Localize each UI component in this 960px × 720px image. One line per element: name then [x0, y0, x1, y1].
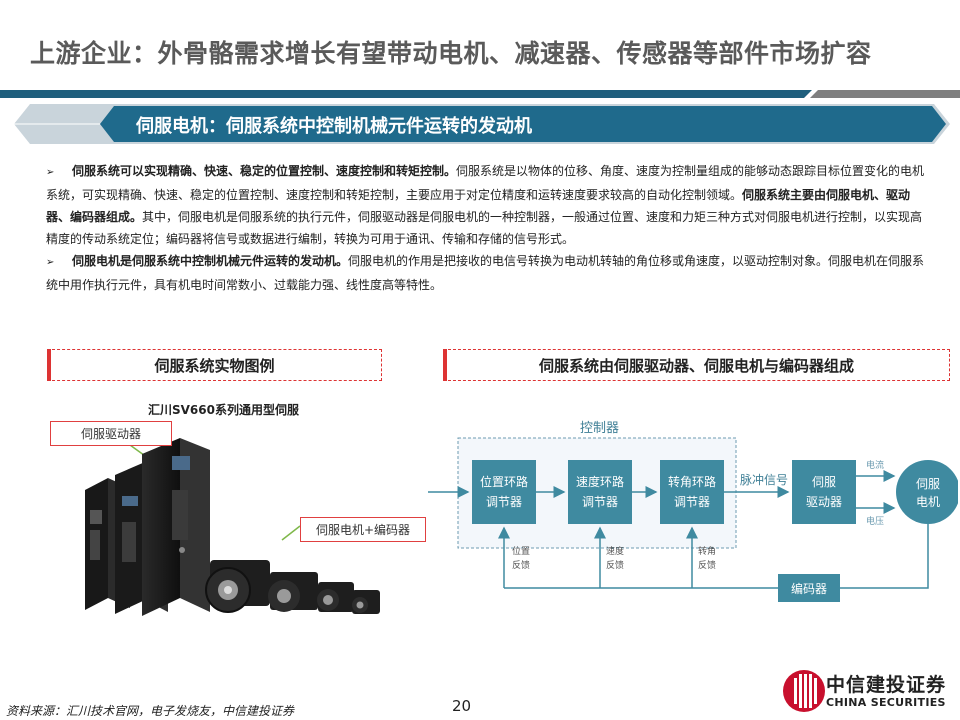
paragraph-1: ➢ 伺服系统可以实现精确、快速、稳定的位置控制、速度控制和转矩控制。伺服系统是以物…: [46, 160, 926, 250]
para1-text: 伺服系统是以物体的位移、角度、速度为控制量组成的能够动态跟踪目标位置变化的电机系…: [46, 164, 925, 202]
controller-label: 控制器: [580, 421, 619, 436]
callout-servo-driver: 伺服驱动器: [50, 421, 172, 446]
para1-bold: 伺服系统可以实现精确、快速、稳定的位置控制、速度控制和转矩控制。: [72, 164, 457, 178]
source-note: 资料来源：汇川技术官网，电子发烧友，中信建投证券: [6, 704, 295, 718]
speed-loop-line1: 速度环路: [576, 474, 624, 489]
header-rule: [0, 90, 960, 98]
pos-loop-line1: 位置环路: [480, 474, 528, 489]
servo-product-image: [85, 438, 380, 616]
current-label: 电流: [866, 459, 884, 471]
speed-loop-block: [568, 460, 632, 524]
para1-text2: 其中，伺服电机是伺服系统的执行元件，伺服驱动器是伺服电机的一种控制器，一般通过位…: [46, 210, 923, 246]
china-securities-logo-icon: [783, 670, 825, 712]
motor-large: [205, 560, 270, 613]
section-banner: [14, 104, 950, 144]
angle-loop-line1: 转角环路: [668, 474, 716, 489]
motor-medium: [268, 572, 318, 612]
pulse-signal-label: 脉冲信号: [740, 472, 788, 487]
left-section-heading: 伺服系统实物图例: [47, 349, 382, 381]
left-heading-text: 伺服系统实物图例: [154, 356, 275, 375]
para1-bold2: 伺服系统主要由伺服电机、驱动器、编码器组成。: [46, 188, 911, 224]
angle-loop-line2: 调节器: [674, 495, 710, 509]
servo-driver-line1: 伺服: [812, 475, 836, 489]
angle-fb-line2: 反馈: [698, 559, 716, 571]
callout-servo-motor: 伺服电机+编码器: [300, 517, 426, 542]
servo-block-diagram: 控制器 位置环路 调节器 速度环路 调节器 转角环路 调节器 脉冲信号 伺服 驱…: [428, 421, 958, 602]
body-text: ➢ 伺服系统可以实现精确、快速、稳定的位置控制、速度控制和转矩控制。伺服系统是以物…: [46, 160, 926, 296]
banner-title: 伺服电机：伺服系统中控制机械元件运转的发动机: [136, 116, 532, 137]
servo-driver-line2: 驱动器: [806, 495, 842, 509]
motor-small: [317, 582, 354, 612]
servo-driver-block: [792, 460, 856, 524]
speed-loop-line2: 调节器: [582, 495, 618, 509]
voltage-label: 电压: [866, 515, 884, 527]
page-title: 上游企业：外骨骼需求增长有望带动电机、减速器、传感器等部件市场扩容: [30, 39, 872, 68]
angle-loop-block: [660, 460, 724, 524]
arrow-bullet-icon: ➢: [46, 167, 55, 178]
encoder-block: [778, 574, 840, 602]
arrow-bullet-icon: ➢: [46, 257, 55, 268]
logo-text-en: CHINA SECURITIES: [826, 696, 946, 709]
pos-fb-line2: 反馈: [512, 559, 530, 571]
encoder-label: 编码器: [791, 581, 827, 596]
paragraph-2: ➢ 伺服电机是伺服系统中控制机械元件运转的发动机。伺服电机的作用是把接收的电信号转…: [46, 250, 926, 296]
speed-fb-line2: 反馈: [606, 559, 624, 571]
logo-text-cn: 中信建投证券: [826, 674, 947, 696]
para2-text: 伺服电机的作用是把接收的电信号转换为电动机转轴的角位移或角速度，以驱动控制对象。…: [46, 254, 925, 292]
product-caption: 汇川SV660系列通用型伺服: [148, 403, 299, 417]
right-section-heading: 伺服系统由伺服驱动器、伺服电机与编码器组成: [443, 349, 950, 381]
pos-fb-line1: 位置: [512, 545, 530, 557]
motor-tiny: [352, 590, 380, 614]
page-number: 20: [452, 697, 472, 715]
para2-bold: 伺服电机是伺服系统中控制机械元件运转的发动机。: [72, 254, 349, 268]
pos-loop-line2: 调节器: [486, 495, 522, 509]
position-loop-block: [472, 460, 536, 524]
motor-pointer-line: [281, 525, 301, 541]
angle-fb-line1: 转角: [698, 545, 716, 557]
servo-motor-block: [896, 460, 958, 524]
right-heading-text: 伺服系统由伺服驱动器、伺服电机与编码器组成: [538, 356, 854, 375]
speed-fb-line1: 速度: [606, 545, 624, 557]
servo-motor-line2: 电机: [916, 495, 940, 509]
servo-motor-line1: 伺服: [916, 477, 940, 491]
